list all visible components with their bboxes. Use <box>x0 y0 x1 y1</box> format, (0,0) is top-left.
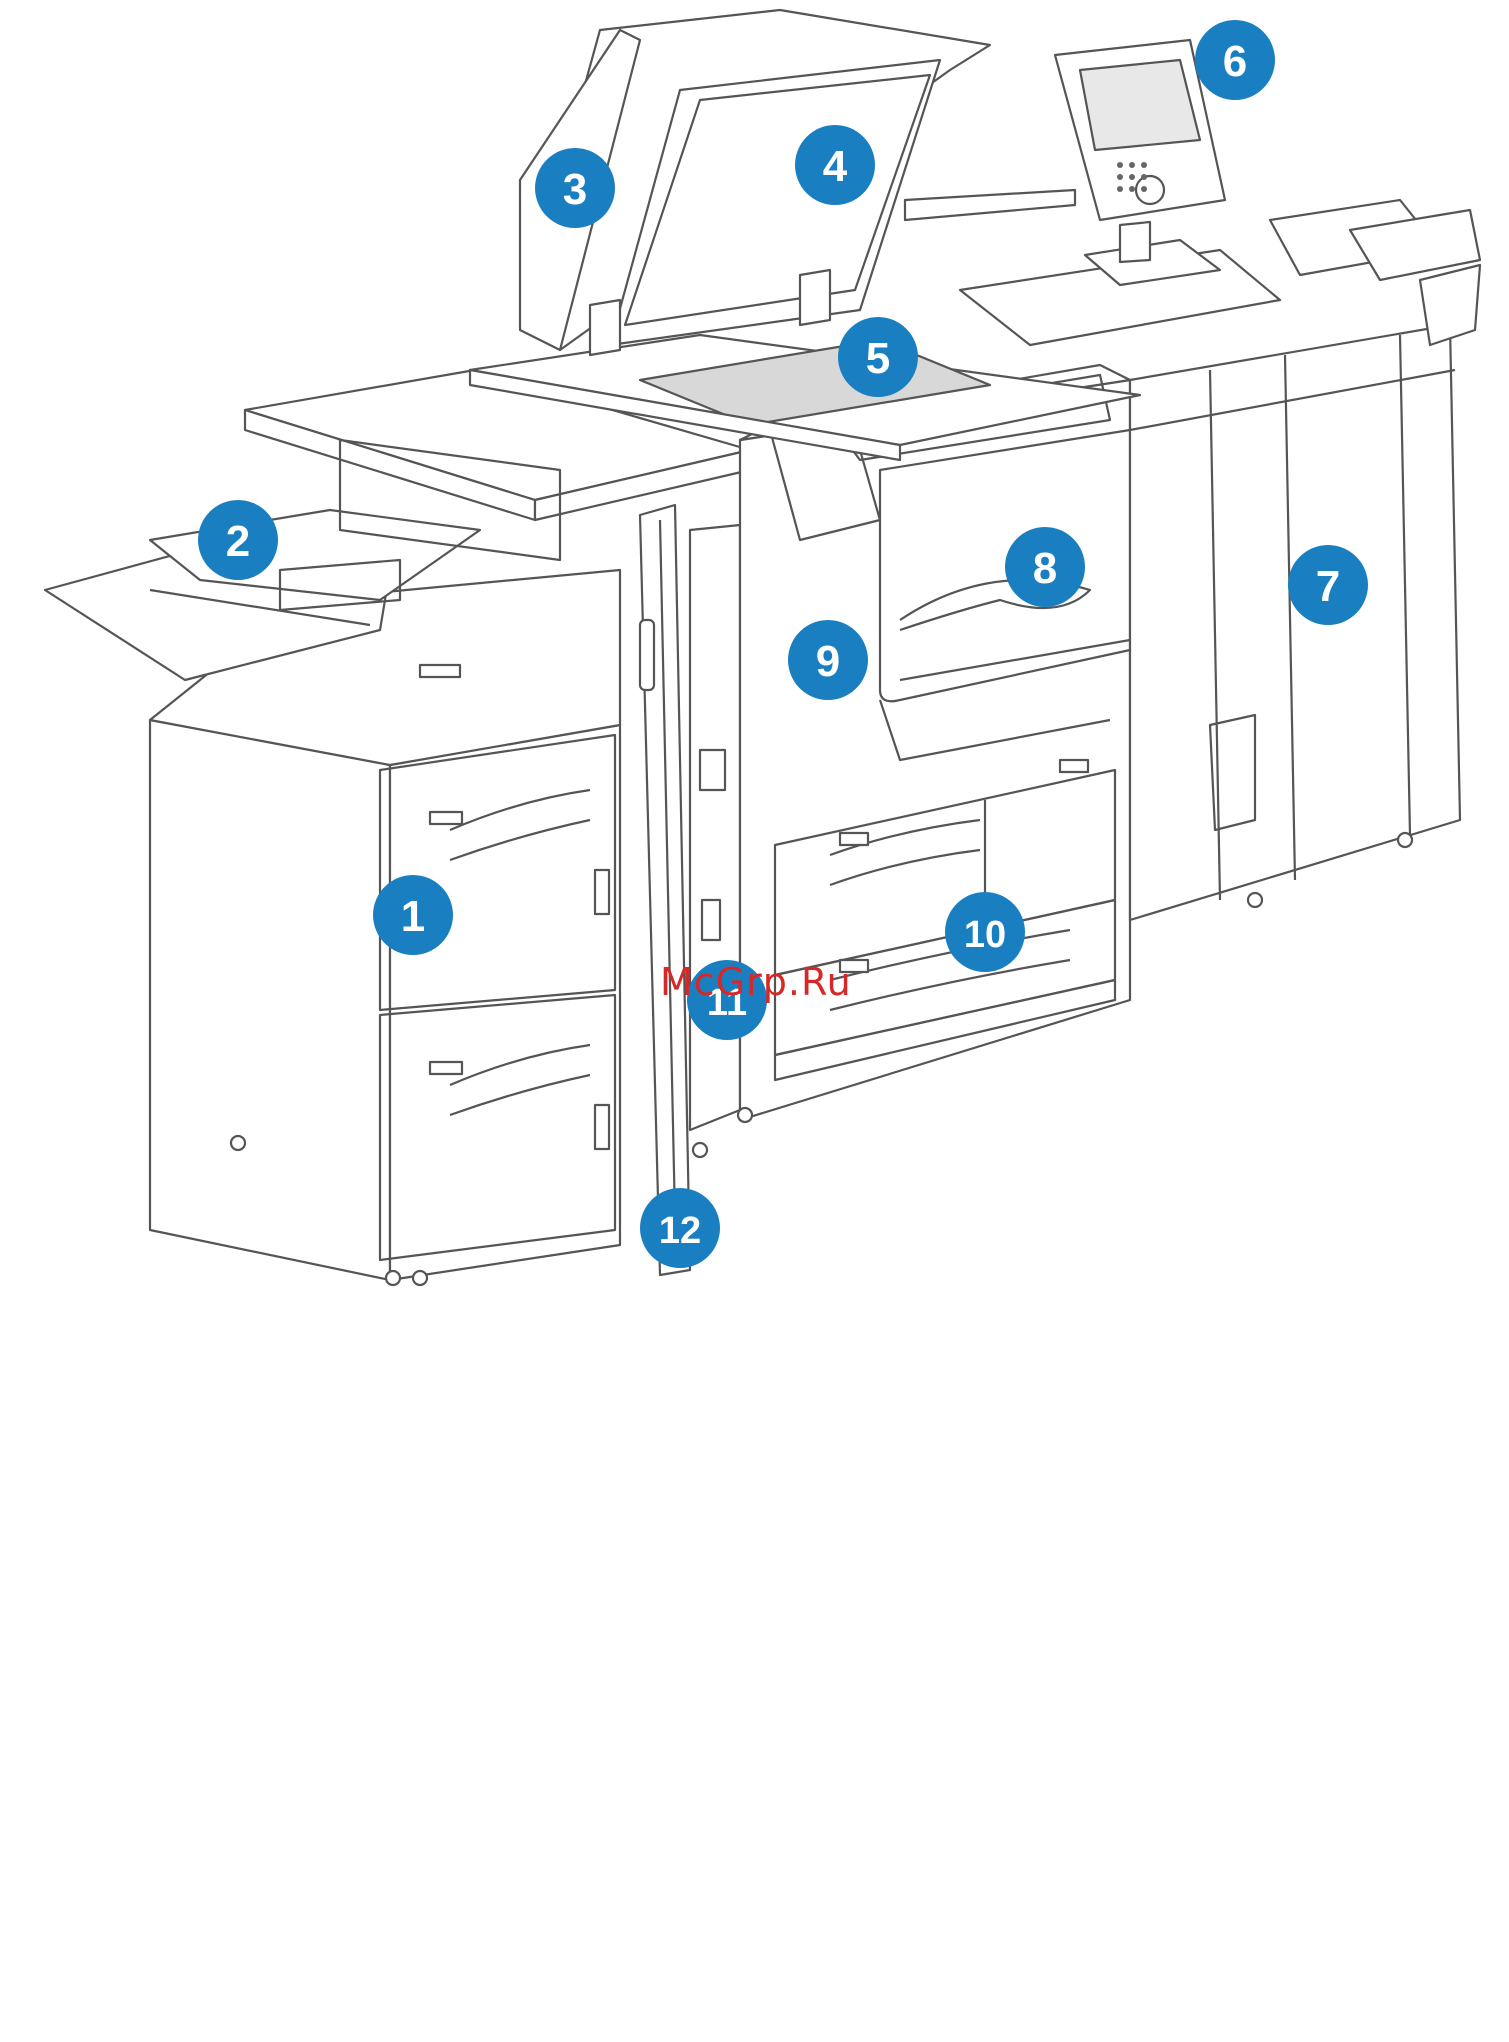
callout-5: 5 <box>838 317 918 397</box>
callout-10: 10 <box>945 892 1025 972</box>
callout-9: 9 <box>788 620 868 700</box>
callout-6: 6 <box>1195 20 1275 100</box>
svg-text:8: 8 <box>1033 544 1057 593</box>
svg-text:6: 6 <box>1223 37 1247 86</box>
svg-text:9: 9 <box>816 637 840 686</box>
callout-1: 1 <box>373 875 453 955</box>
svg-text:10: 10 <box>964 914 1006 956</box>
svg-text:4: 4 <box>823 142 848 191</box>
printer-illustration: 1 2 3 4 5 6 7 8 9 10 11 12 <box>0 0 1509 1300</box>
callout-3: 3 <box>535 148 615 228</box>
watermark-text: McGrp.Ru <box>660 960 852 1004</box>
callout-7: 7 <box>1288 545 1368 625</box>
svg-text:7: 7 <box>1316 562 1340 611</box>
svg-text:1: 1 <box>401 892 425 941</box>
callout-4: 4 <box>795 125 875 205</box>
svg-text:3: 3 <box>563 165 587 214</box>
callout-8: 8 <box>1005 527 1085 607</box>
front-door-panel <box>640 505 690 1275</box>
svg-text:2: 2 <box>226 517 250 566</box>
print-engine <box>738 365 1130 1122</box>
svg-text:12: 12 <box>659 1210 701 1252</box>
callout-12: 12 <box>640 1188 720 1268</box>
callout-2: 2 <box>198 500 278 580</box>
svg-text:5: 5 <box>866 334 890 383</box>
control-panel <box>905 40 1225 262</box>
